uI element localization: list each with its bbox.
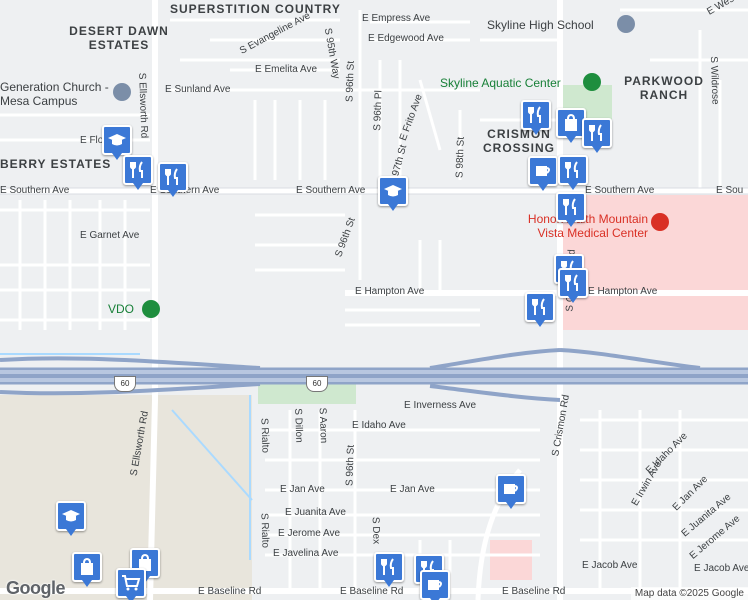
street-garnet-ave: E Garnet Ave: [80, 230, 140, 241]
coffee-cup-icon: [536, 166, 550, 176]
ellsworth-rd-road: [147, 0, 158, 600]
skyline-high-school-label[interactable]: Skyline High School: [487, 18, 594, 32]
shopping-bag-icon: [565, 113, 577, 131]
restaurant-pin[interactable]: [558, 268, 588, 304]
hospital-icon[interactable]: [651, 213, 669, 231]
vacant-land-area: [0, 395, 252, 600]
us-60-shield-mid: 60: [306, 376, 328, 392]
map-attribution[interactable]: Map data ©2025 Google: [630, 587, 748, 600]
restaurant-pin[interactable]: [525, 292, 555, 328]
street-baseline-rd-left: E Baseline Rd: [198, 586, 262, 597]
street-sunland-ave: E Sunland Ave: [165, 84, 231, 95]
area-parkwood-ranch: PARKWOOD RANCH: [624, 74, 704, 102]
street-idaho-ave: E Idaho Ave: [352, 420, 406, 431]
street-southern-ave-left: E Southern Ave: [0, 185, 70, 196]
skyline-aquatic-center-label[interactable]: Skyline Aquatic Center: [440, 76, 561, 90]
street-aaron: S Aaron: [316, 407, 329, 444]
street-southern-ave-mid: E Southern Ave: [296, 185, 366, 196]
street-jerome-ave: E Jerome Ave: [278, 528, 341, 539]
shopping-cart-pin[interactable]: [116, 568, 146, 600]
street-jacob-ave-right: E Jacob Ave: [694, 563, 748, 574]
street-96th-st-bottom: S 96th St: [344, 444, 357, 487]
park-pin-icon[interactable]: [583, 73, 601, 91]
graduation-cap-icon: [384, 185, 402, 197]
school-icon[interactable]: [617, 15, 635, 33]
street-juanita-ave: E Juanita Ave: [285, 507, 346, 518]
fork-knife-icon: [563, 198, 576, 215]
street-96th-pl: S 96th Pl: [372, 90, 385, 131]
street-rialto-bottom: S Rialto: [258, 512, 271, 549]
area-superstition-country: SUPERSTITION COUNTRY: [170, 2, 341, 16]
medical-area-south: [490, 540, 532, 580]
shopping-bag-icon: [81, 557, 93, 575]
street-rialto-top: S Rialto: [258, 417, 271, 454]
street-southern-ave-right: E Southern Ave: [585, 185, 655, 196]
school-pin[interactable]: [102, 125, 132, 161]
local-streets: [0, 8, 748, 590]
vdo-pin-icon[interactable]: [142, 300, 160, 318]
restaurant-pin[interactable]: [158, 162, 188, 198]
street-southern-ave-far: E Sou: [716, 185, 744, 196]
coffee-cup-icon: [504, 484, 518, 494]
street-ellsworth-rd-top: S Ellsworth Rd: [136, 72, 150, 139]
street-e-flo: E Flo: [80, 135, 104, 146]
restaurant-pin[interactable]: [558, 155, 588, 191]
vdo-label[interactable]: VDO: [108, 302, 135, 316]
area-desert-dawn-estates: DESERT DAWN ESTATES: [69, 24, 169, 52]
street-baseline-rd-mid: E Baseline Rd: [340, 586, 404, 597]
fork-knife-icon: [528, 106, 541, 123]
street-emelita-ave: E Emelita Ave: [255, 64, 318, 75]
fork-knife-icon: [589, 124, 602, 141]
us-60-freeway: [0, 348, 748, 402]
shopping-pin[interactable]: [72, 552, 102, 588]
coffee-pin[interactable]: [528, 156, 558, 192]
fork-knife-icon: [565, 274, 578, 291]
street-hampton-ave: E Hampton Ave: [355, 286, 425, 297]
street-dillon: S Dillon: [292, 408, 305, 443]
fork-knife-icon: [532, 298, 545, 315]
street-hampton-ave-right: E Hampton Ave: [588, 286, 658, 297]
graduation-cap-icon: [108, 134, 126, 146]
fork-knife-icon: [165, 168, 178, 185]
restaurant-pin[interactable]: [374, 552, 404, 588]
restaurant-pin[interactable]: [123, 155, 153, 191]
restaurant-pin[interactable]: [521, 100, 551, 136]
fork-knife-icon: [561, 260, 574, 277]
canal-diagonal: [171, 409, 253, 501]
street-98th-st: S 98th St: [454, 136, 467, 179]
street-jan-ave-mid: E Jan Ave: [390, 484, 435, 495]
school-pin[interactable]: [56, 501, 86, 537]
us-60-shield-left: 60: [114, 376, 136, 392]
street-javelina-ave: E Javelina Ave: [273, 548, 339, 559]
area-berry-estates: BERRY ESTATES: [0, 157, 112, 171]
restaurant-pin[interactable]: [582, 118, 612, 154]
coffee-pin[interactable]: [496, 474, 526, 510]
graduation-cap-icon: [62, 510, 80, 522]
fork-knife-icon: [565, 161, 578, 178]
coffee-pin[interactable]: [420, 570, 450, 600]
coffee-cup-icon: [428, 580, 442, 590]
school-pin[interactable]: [378, 176, 408, 212]
street-wildrose: S Wildrose: [707, 56, 721, 105]
street-baseline-rd-right: E Baseline Rd: [502, 586, 566, 597]
church-cross-icon[interactable]: [113, 83, 131, 101]
street-empress-ave: E Empress Ave: [362, 13, 431, 24]
generation-church-label[interactable]: Generation Church -Mesa Campus: [0, 80, 109, 108]
street-jan-ave-left: E Jan Ave: [280, 484, 325, 495]
street-jacob-ave: E Jacob Ave: [582, 560, 638, 571]
street-96th-st-top: S 96th St: [344, 60, 357, 103]
street-dex: S Dex: [369, 516, 382, 545]
restaurant-pin[interactable]: [556, 192, 586, 228]
fork-knife-icon: [130, 161, 143, 178]
shopping-cart-icon: [122, 575, 141, 591]
street-edgewood-ave: E Edgewood Ave: [368, 33, 444, 44]
street-inverness-ave: E Inverness Ave: [404, 400, 477, 411]
fork-knife-icon: [421, 560, 434, 577]
google-logo: Google: [6, 578, 66, 598]
fork-knife-icon: [381, 558, 394, 575]
